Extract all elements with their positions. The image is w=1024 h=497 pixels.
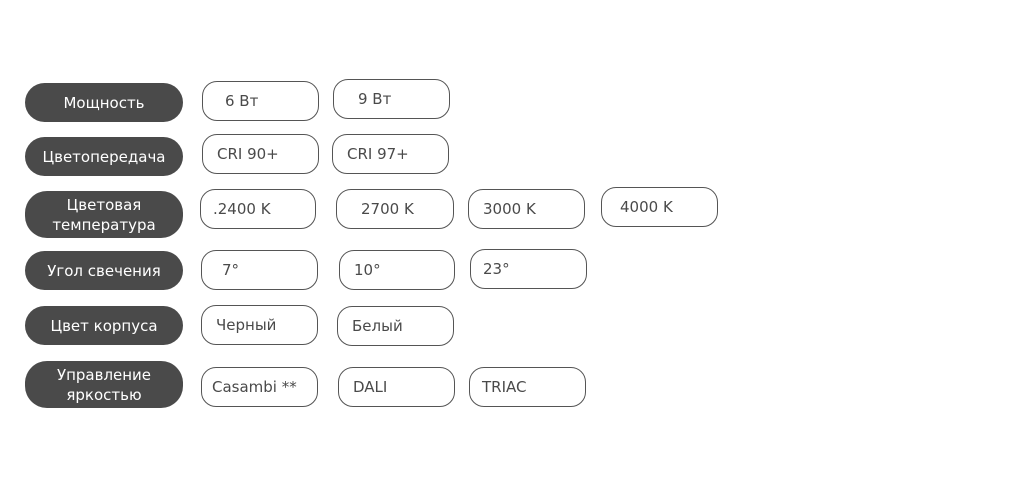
- temperature-option-2700k[interactable]: 2700 K: [336, 189, 454, 229]
- angle-option-23[interactable]: 23°: [470, 249, 587, 289]
- body-color-option-black[interactable]: Черный: [201, 305, 318, 345]
- beam-angle-label: Угол свечения: [25, 251, 183, 290]
- body-color-label: Цвет корпуса: [25, 306, 183, 345]
- power-label: Мощность: [25, 83, 183, 122]
- temperature-option-4000k[interactable]: 4000 K: [601, 187, 718, 227]
- body-color-option-white[interactable]: Белый: [337, 306, 454, 346]
- cri-label: Цветопередача: [25, 137, 183, 176]
- color-temperature-label: Цветовая температура: [25, 191, 183, 238]
- power-option-6w[interactable]: 6 Вт: [202, 81, 319, 121]
- dimming-option-dali[interactable]: DALI: [338, 367, 455, 407]
- dimming-option-triac[interactable]: TRIAC: [469, 367, 586, 407]
- power-option-9w[interactable]: 9 Вт: [333, 79, 450, 119]
- temperature-option-3000k[interactable]: 3000 K: [468, 189, 585, 229]
- angle-option-10[interactable]: 10°: [339, 250, 455, 290]
- cri-option-97[interactable]: CRI 97+: [332, 134, 449, 174]
- cri-option-90[interactable]: CRI 90+: [202, 134, 319, 174]
- angle-option-7[interactable]: 7°: [201, 250, 318, 290]
- dimming-option-casambi[interactable]: Casambi **: [201, 367, 318, 407]
- temperature-option-2400k[interactable]: .2400 K: [200, 189, 316, 229]
- dimming-control-label: Управление яркостью: [25, 361, 183, 408]
